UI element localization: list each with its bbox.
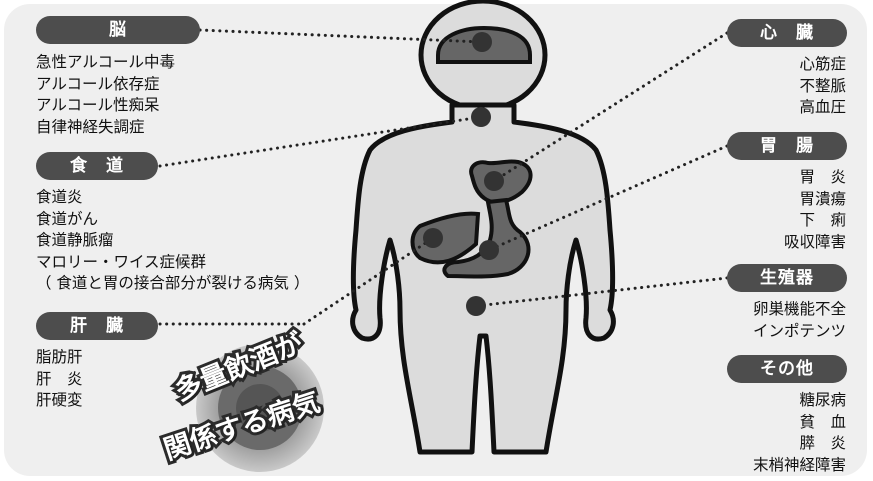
dot-stomach [479,240,499,260]
leader-reproductive [474,276,729,308]
label-esophagus: 食 道 [36,152,158,180]
list-item: 貧 血 [799,412,846,431]
label-heart: 心 臓 [727,19,847,47]
label-liver: 肝 臓 [36,312,158,340]
list-item: 末梢神経障害 [752,455,846,474]
leader-liver-2 [302,236,435,326]
leader-brain [198,28,484,44]
dot-heart [484,171,504,191]
liver-organ [410,211,481,265]
label-brain: 脳 [36,16,200,44]
list-stomach: 胃 炎 胃潰瘍 下 痢 吸収障害 [784,167,846,253]
leader-lines [158,28,729,326]
dot-brain [472,32,492,52]
list-item: 膵 炎 [799,434,846,452]
list-item: マロリー・ワイス症候群 [36,252,207,271]
list-liver: 脂肪肝 肝 炎 肝硬変 [36,347,83,412]
list-item: 食道がん [36,209,99,228]
label-stomach: 胃 腸 [727,132,847,160]
list-item: 食道静脈瘤 [36,231,114,249]
list-item: 糖尿病 [799,391,846,409]
leader-stomach [487,144,729,252]
list-brain: 急性アルコール中毒 アルコール依存症 アルコール性痴呆 自律神経失調症 [36,52,175,138]
body-silhouette [350,0,616,455]
list-item: 肝硬変 [36,391,83,409]
stomach-organ [442,197,531,279]
list-item: 脂肪肝 [36,348,83,366]
marker-dots [423,32,504,316]
list-item: 自律神経失調症 [36,117,145,136]
list-item: 吸収障害 [783,232,846,251]
list-esophagus: 食道炎 食道がん 食道静脈瘤 マロリー・ワイス症候群 （ 食道と胃の接合部分が裂… [36,187,309,295]
list-item: インポテンツ [752,321,846,340]
dot-liver [423,228,443,248]
list-item: （ 食道と胃の接合部分が裂ける病気 ） [36,274,310,292]
dot-reproductive [466,296,486,316]
leader-heart [492,31,729,183]
label-reproductive: 生殖器 [727,264,847,292]
list-item: アルコール依存症 [36,74,160,93]
list-item: 胃潰瘍 [799,189,846,208]
list-item: アルコール性痴呆 [36,96,160,114]
slogan-badge [196,344,324,472]
label-other: その他 [727,355,847,383]
leader-esophagus [158,115,483,168]
list-item: 卵巣機能不全 [752,300,846,318]
list-item: 下 痢 [799,211,846,229]
organs [410,25,533,279]
list-heart: 心筋症 不整脈 高血圧 [799,54,846,119]
list-other: 糖尿病 貧 血 膵 炎 末梢神経障害 [753,390,846,476]
list-item: 不整脈 [799,76,846,95]
list-item: 食道炎 [36,188,83,206]
list-item: 胃 炎 [799,168,846,186]
list-item: 急性アルコール中毒 [36,53,176,71]
list-item: 肝 炎 [36,369,83,388]
list-reproductive: 卵巣機能不全 インポテンツ [753,299,846,342]
torso-and-legs [350,102,616,455]
list-item: 心筋症 [799,55,846,73]
dot-esophagus [471,107,491,127]
list-item: 高血圧 [799,98,846,116]
